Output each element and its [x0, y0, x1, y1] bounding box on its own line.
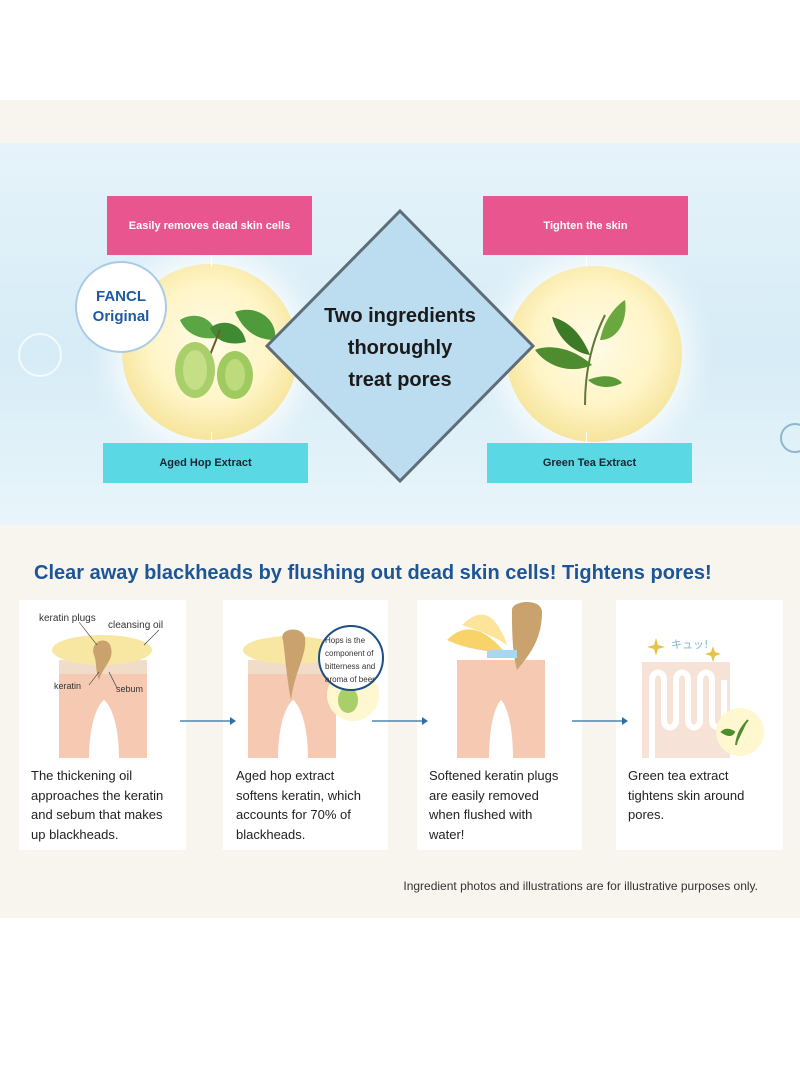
disclaimer-text: Ingredient photos and illustrations are … — [403, 879, 758, 893]
desc-line: and sebum that makes — [31, 807, 163, 822]
label-keratin-plugs: keratin plugs — [39, 613, 96, 624]
water-bubble — [780, 423, 800, 453]
tea-leaf-icon — [535, 300, 626, 406]
step-card-3: Softened keratin plugs are easily remove… — [417, 600, 582, 850]
desc-line: approaches the keratin — [31, 787, 164, 803]
benefit-label-tea: Tighten the skin — [483, 196, 688, 255]
ingredient-name-hop: Aged Hop Extract — [103, 443, 308, 483]
desc-line: tightens skin around — [628, 787, 745, 803]
step-1-illustration: keratin plugs cleansing oil keratin sebu… — [39, 613, 163, 760]
fancl-original-badge: FANCL Original — [75, 261, 167, 353]
label-connector — [586, 255, 587, 267]
badge-line: FANCL — [96, 288, 146, 305]
label-sebum: sebum — [116, 684, 143, 694]
headline-line: treat pores — [348, 369, 452, 391]
headline-line: thoroughly — [347, 337, 453, 359]
step-card-2: Hops is the component of bitterness and … — [223, 600, 388, 850]
label-connector — [211, 255, 212, 267]
tea-glow — [506, 266, 682, 442]
desc-line: The thickening oil — [31, 768, 133, 783]
desc-line: blackheads. — [236, 826, 306, 842]
callout-line: bitterness and — [325, 662, 375, 671]
step-2-illustration: Hops is the component of bitterness and … — [243, 625, 384, 760]
step-4-illustration: キュッ! — [642, 638, 764, 758]
step-description: The thickening oil approaches the kerati… — [31, 766, 163, 844]
center-diamond — [264, 208, 536, 484]
desc-line: when flushed with — [429, 807, 533, 822]
desc-line: up blackheads. — [31, 826, 119, 842]
section-heading: Clear away blackheads by flushing out de… — [34, 562, 712, 584]
step-card-4: キュッ! Green tea extract tightens skin aro… — [616, 600, 783, 850]
desc-line: water! — [429, 826, 465, 842]
ingredient-name-tea: Green Tea Extract — [487, 443, 692, 483]
desc-line: pores. — [628, 807, 665, 822]
label-connector — [586, 432, 587, 444]
desc-line: Aged hop extract — [236, 768, 335, 783]
step-arrow-icon — [372, 717, 428, 725]
desc-line: are easily removed — [429, 787, 539, 803]
label-connector — [211, 432, 212, 444]
desc-line: Softened keratin plugs — [429, 768, 559, 783]
desc-line: softens keratin, which — [236, 787, 362, 803]
label-keratin: keratin — [54, 681, 81, 691]
step-description: Aged hop extract softens keratin, which … — [236, 766, 361, 844]
callout-line: aroma of beer — [325, 675, 375, 684]
badge-line: Original — [92, 308, 150, 325]
callout-line: component of — [325, 649, 374, 658]
step-arrow-icon — [572, 717, 628, 725]
water-bubble — [18, 333, 62, 377]
step-arrow-icon — [180, 717, 236, 725]
desc-line: Green tea extract — [628, 768, 729, 783]
step-3-illustration — [447, 602, 545, 760]
sparkle-text: キュッ! — [671, 638, 708, 651]
callout-line: Hops is the — [325, 636, 366, 645]
step-description: Green tea extract tightens skin around p… — [628, 766, 744, 825]
desc-line: accounts for 70% of — [236, 807, 351, 822]
label-cleansing-oil: cleansing oil — [108, 620, 163, 631]
step-description: Softened keratin plugs are easily remove… — [429, 766, 558, 844]
benefit-label-hop: Easily removes dead skin cells — [107, 196, 312, 255]
step-card-1: keratin plugs cleansing oil keratin sebu… — [19, 600, 186, 850]
hop-cones-icon — [175, 309, 276, 399]
headline-line: Two ingredients — [324, 305, 476, 327]
center-headline: Two ingredients thoroughly treat pores — [300, 300, 500, 396]
